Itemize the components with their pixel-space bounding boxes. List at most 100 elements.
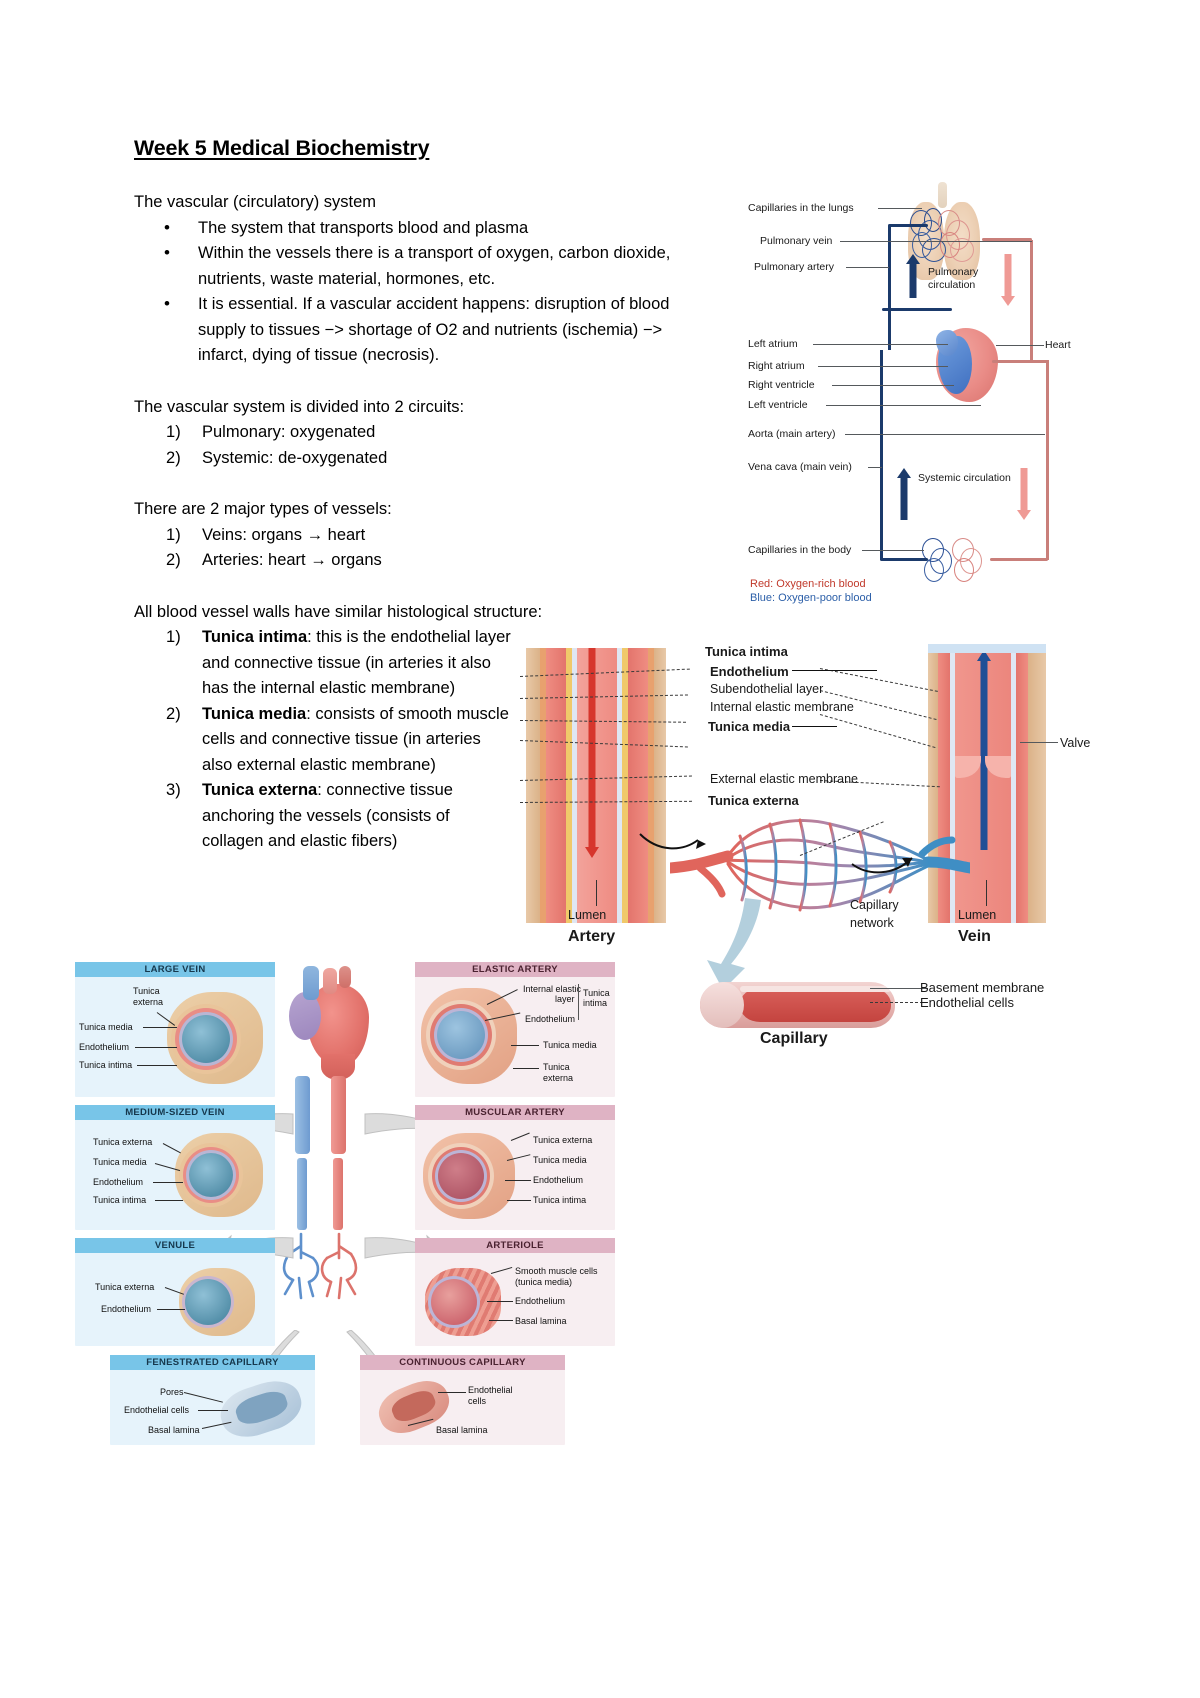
term-desc: : connective tissue anchoring the vessel… [202,781,453,850]
artery-internal-elastic-layer [566,648,572,923]
bullet-list-vascular: The system that transports blood and pla… [134,215,714,369]
panel-muscular-artery: MUSCULAR ARTERY Tunica externa Tunica me… [415,1105,615,1230]
leader-line [135,1047,177,1048]
label-endothelium: Endothelium [93,1177,144,1187]
label-internal-elastic-2: layer [555,994,575,1004]
label-tunica-externa: Tunica externa [93,1137,153,1147]
leader-line [137,1065,177,1066]
label-endothelium: Endothelium [533,1175,584,1185]
heart-left-atrium [936,330,958,356]
label-endothelium: Endothelium [79,1042,130,1052]
label-tunica-externa: Tunica externa [708,793,799,808]
label-basement-membrane: Basement membrane [920,980,1045,995]
label-vein: Vein [958,928,991,945]
leader-line [996,345,1044,346]
label-basal-lamina: Basal lamina [436,1425,488,1435]
panel-large-vein: LARGE VEIN Tunica externa Tunica media E… [75,962,275,1097]
leader-line [846,267,889,268]
artery-lumen-tick [596,880,597,906]
elastic-artery-tube-graphic [421,988,517,1084]
leader-line [157,1309,185,1310]
list-item: Pulmonary: oxygenated [166,420,376,445]
label-endothelium: Endothelium [525,1014,576,1024]
artery-tunica-externa-layer-2 [654,648,666,923]
artery-tunica-media-layer-2 [628,648,648,923]
label-endothelial-cells-2: cells [468,1396,487,1406]
artery-external-elastic-layer [540,648,546,923]
leader-line [868,467,882,468]
aorta-arch [992,360,1048,363]
capillary-zoom-arrow [707,898,761,990]
label-basal-lamina: Basal lamina [148,1425,200,1435]
leader-line [832,385,954,386]
label-tunica-intima: Tunica intima [93,1195,147,1205]
body-capillary-bed-blue [920,536,966,588]
section-heading-vascular-system: The vascular (circulatory) system [134,193,377,211]
list-item: Tunica media: consists of smooth muscle … [134,702,514,779]
legend-oxygen-rich: Red: Oxygen-rich blood [750,578,866,590]
term-tunica-intima: Tunica intima [202,628,308,646]
panel-fenestrated-capillary: FENESTRATED CAPILLARY Pores Endothelial … [110,1355,315,1445]
vein-tunica-intima-layer-2 [1011,648,1016,923]
leader-line-dashed [819,714,936,749]
body-capillary-bed-red [950,536,996,588]
label-tunica-media: Tunica media [533,1155,587,1165]
leader-line [153,1182,183,1183]
label-internal-elastic-membrane: Internal elastic membrane [710,700,854,714]
leader-line [505,1180,531,1181]
label-left-atrium: Left atrium [748,338,798,350]
pulmonary-vein-top [982,238,1032,241]
label-pulmonary-circulation-2: circulation [928,279,976,291]
label-smooth-muscle-1: Smooth muscle cells [515,1266,598,1276]
vessel-types-figure: LARGE VEIN Tunica externa Tunica media E… [75,950,655,1460]
label-subendothelial-layer: Subendothelial layer [710,682,824,696]
leader-line [862,550,924,551]
central-artery-branch [333,1158,343,1230]
vein-flow-arrow [976,650,992,850]
term-tunica-media: Tunica media [202,704,307,723]
panel-title: LARGE VEIN [75,962,275,977]
label-pulmonary-vein: Pulmonary vein [760,235,833,247]
list-item: The system that transports blood and pla… [134,215,714,242]
panel-title: VENULE [75,1238,275,1253]
vena-cava-bottom-bend [880,558,928,561]
list-item: Arteries: heart → organs [166,548,382,573]
artery-subendothelial-layer [572,648,577,923]
list-item: Tunica intima: this is the endothelial l… [134,625,514,702]
leader-line [487,1301,513,1302]
list-item: Within the vessels there is a transport … [134,240,714,292]
panel-venule: VENULE Tunica externa Endothelium [75,1238,275,1346]
artery-wall-graphic [526,648,666,923]
label-right-atrium: Right atrium [748,360,805,372]
label-tunica-intima-2: intima [583,998,608,1008]
label-endothelial-cells: Endothelial cells [124,1405,190,1415]
section-heading-circuits: The vascular system is divided into 2 ci… [134,397,465,416]
leader-line [507,1200,531,1201]
vein-wall-graphic [928,648,1046,923]
panel-continuous-capillary: CONTINUOUS CAPILLARY Endothelial cells B… [360,1355,565,1445]
leader-line [878,208,922,209]
label-capillaries-lungs: Capillaries in the lungs [748,202,854,214]
label-tunica-intima-1: Tunica [583,988,610,998]
label-capillary: Capillary [760,1030,828,1047]
label-tunica-media: Tunica media [79,1022,133,1032]
numbered-list-vessel-types: Veins: organs → heart Arteries: heart → … [134,523,714,574]
lung-capillary-bed [908,206,954,268]
leader-line [818,366,948,367]
vessel-wall-figure: Tunica intima Endothelium Subendothelial… [519,630,1120,1060]
artery-internal-elastic-layer-2 [622,648,628,923]
vein-top-blue-band [928,644,1046,653]
label-capillaries-body: Capillaries in the body [748,544,852,556]
label-tunica-intima: Tunica intima [533,1195,587,1205]
label-valve: Valve [1060,736,1091,750]
artery-tunica-media-layer [546,648,566,923]
aorta-bottom [990,558,1048,561]
pulmonary-flow-arrow [905,254,921,298]
list-item: Systemic: de-oxygenated [166,446,388,471]
systemic-arterial-arrow [1016,468,1032,520]
leader-line [813,344,948,345]
vein-tunica-externa-layer-2 [1028,648,1046,923]
label-endothelium: Endothelium [515,1296,566,1306]
label-pulmonary-circulation-1: Pulmonary [928,266,979,278]
